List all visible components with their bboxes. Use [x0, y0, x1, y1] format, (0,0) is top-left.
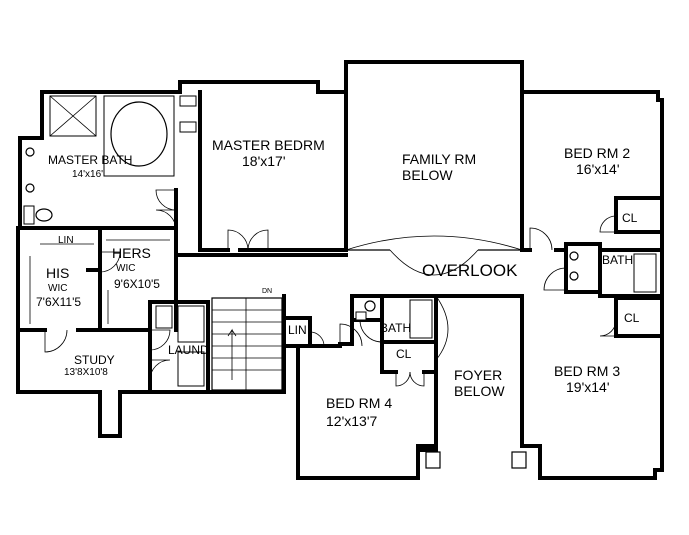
- bed-rm-4-name: BED RM 4: [326, 395, 393, 411]
- bed-rm-2-size: 16'x14': [576, 161, 620, 177]
- overlook-name: OVERLOOK: [422, 261, 518, 280]
- bath-bed4-name: BATH: [380, 321, 412, 335]
- master-bedrm-name: MASTER BEDRM: [212, 137, 325, 153]
- study-name: STUDY: [74, 353, 115, 367]
- master-bath-size: 14'x16': [72, 169, 104, 180]
- foyer-name: FOYER: [454, 367, 503, 383]
- laund-name: LAUND: [168, 343, 209, 357]
- bath-right-name: BATH: [602, 253, 634, 267]
- hers-wic-sub: WIC: [116, 263, 136, 274]
- bed-rm-3-size: 19'x14': [566, 379, 610, 395]
- cl-bed3: CL: [624, 311, 640, 325]
- hers-wic-size: 9'6X10'5: [114, 277, 160, 291]
- bed-rm-2-name: BED RM 2: [564, 145, 631, 161]
- lin-stair: LIN: [288, 323, 307, 337]
- bed-rm-3-name: BED RM 3: [554, 363, 621, 379]
- cl-bed4: CL: [396, 347, 412, 361]
- his-wic-sub: WIC: [48, 283, 68, 294]
- cl-bed2: CL: [622, 211, 638, 225]
- master-bath-name: MASTER BATH: [48, 153, 133, 167]
- lin-master: LIN: [58, 235, 74, 246]
- hers-wic-name: HERS: [112, 245, 151, 261]
- foyer-note: BELOW: [454, 383, 505, 399]
- fixtures: [23, 95, 657, 469]
- family-room-walls: [344, 60, 524, 252]
- family-rm-note: BELOW: [402, 167, 453, 183]
- bed-rm-4-size: 12'x13'7: [326, 413, 378, 429]
- stair-dn-label: DN: [262, 288, 273, 295]
- interior-walls: [16, 90, 664, 394]
- his-wic-size: 7'6X11'5: [36, 295, 82, 309]
- his-wic-name: HIS: [46, 265, 70, 281]
- master-bedrm-size: 18'x17': [242, 153, 286, 169]
- study-size: 13'8X10'8: [64, 367, 108, 378]
- family-rm-name: FAMILY RM: [402, 151, 477, 167]
